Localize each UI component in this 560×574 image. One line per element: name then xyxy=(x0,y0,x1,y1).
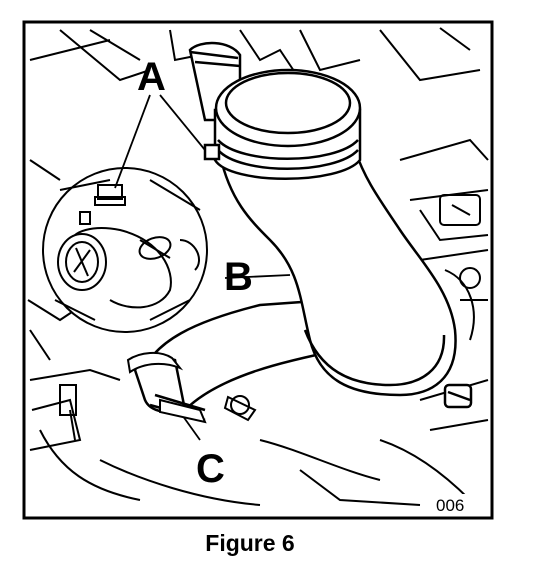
callout-b: B xyxy=(224,255,253,299)
hose-clamps xyxy=(126,352,257,424)
callout-a: A xyxy=(137,55,166,99)
figure-caption: Figure 6 xyxy=(205,530,295,556)
intake-pipe xyxy=(133,41,473,422)
engine-background xyxy=(27,27,489,506)
ref-number: 006 xyxy=(436,496,464,515)
leader-lines xyxy=(114,94,291,441)
ref-number-box xyxy=(432,494,476,514)
callout-c: C xyxy=(196,447,225,491)
inset-detail xyxy=(42,167,208,333)
